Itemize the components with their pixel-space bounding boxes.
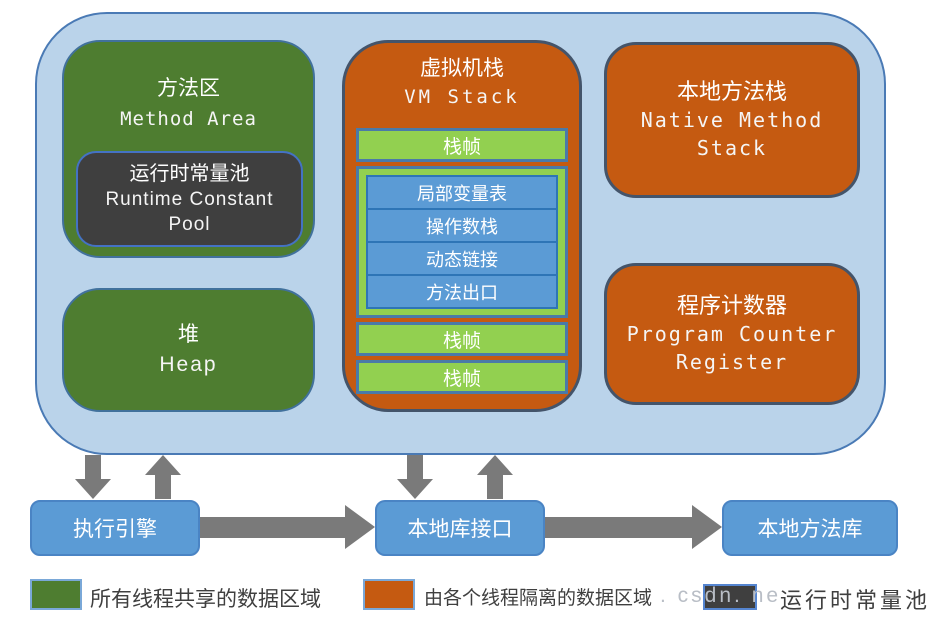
vm-stack-title-en: VM Stack	[404, 86, 520, 108]
rcp-title-en-line2: Pool	[168, 213, 211, 235]
legend-swatch-constant-pool	[703, 584, 757, 610]
frame-part-local-variable-table: 局部变量表	[366, 175, 558, 210]
native-method-stack-title-en2: Stack	[696, 136, 768, 160]
up-arrow-shaft-left	[155, 474, 171, 499]
heap-title-zh: 堆	[178, 323, 199, 346]
vm-stack-title: 虚拟机栈 VM Stack	[342, 54, 582, 112]
right-arrow-shaft-1	[200, 517, 345, 538]
heap-title-en: Heap	[159, 353, 218, 376]
down-arrow-icon-middle	[397, 479, 433, 499]
down-arrow-icon-left	[75, 479, 111, 499]
runtime-constant-pool-box: 运行时常量池 Runtime Constant Pool	[76, 151, 303, 247]
up-arrow-icon-left	[145, 455, 181, 475]
stack-frame-bar-1: 栈帧	[356, 128, 568, 162]
frame-part-operand-stack: 操作数栈	[366, 208, 558, 243]
right-arrow-icon-2	[692, 505, 722, 549]
rcp-title-en-line1: Runtime Constant	[105, 188, 274, 210]
native-method-stack-title-zh: 本地方法栈	[676, 79, 787, 104]
native-method-stack-title-en1: Native Method	[640, 108, 824, 132]
stack-frame-bar-2: 栈帧	[356, 322, 568, 356]
frame-part-dynamic-linking: 动态链接	[366, 241, 558, 276]
native-method-library-box: 本地方法库	[722, 500, 898, 556]
stack-frame-detail-box: 局部变量表 操作数栈 动态链接 方法出口	[356, 166, 568, 318]
up-arrow-shaft-middle	[487, 474, 503, 499]
up-arrow-icon-middle	[477, 455, 513, 475]
program-counter-register-box: 程序计数器 Program Counter Register	[604, 263, 860, 405]
legend-label-isolated: 由各个线程隔离的数据区域	[424, 588, 653, 609]
csdn-watermark: . csdn. ne	[660, 584, 782, 607]
frame-part-method-exit: 方法出口	[366, 274, 558, 309]
execution-engine-box: 执行引擎	[30, 500, 200, 556]
pc-register-title-en2: Register	[675, 350, 789, 374]
vm-stack-title-zh: 虚拟机栈	[420, 57, 504, 80]
pc-register-title-zh: 程序计数器	[676, 293, 787, 318]
right-arrow-icon-1	[345, 505, 375, 549]
legend-label-constant-pool: 运行时常量池	[780, 588, 931, 613]
method-area-title-en: Method Area	[120, 108, 257, 130]
stack-frame-bar-3: 栈帧	[356, 360, 568, 394]
heap-box: 堆 Heap	[62, 288, 315, 412]
down-arrow-shaft-middle	[407, 455, 423, 480]
right-arrow-shaft-2	[545, 517, 692, 538]
rcp-title-zh: 运行时常量池	[129, 162, 250, 185]
native-library-interface-box: 本地库接口	[375, 500, 545, 556]
down-arrow-shaft-left	[85, 455, 101, 480]
legend-label-shared: 所有线程共享的数据区域	[90, 588, 321, 611]
legend-swatch-shared	[30, 579, 82, 610]
method-area-title-zh: 方法区	[157, 77, 220, 100]
native-method-stack-box: 本地方法栈 Native Method Stack	[604, 42, 860, 198]
legend-swatch-isolated	[363, 579, 415, 610]
pc-register-title-en1: Program Counter	[626, 322, 838, 346]
